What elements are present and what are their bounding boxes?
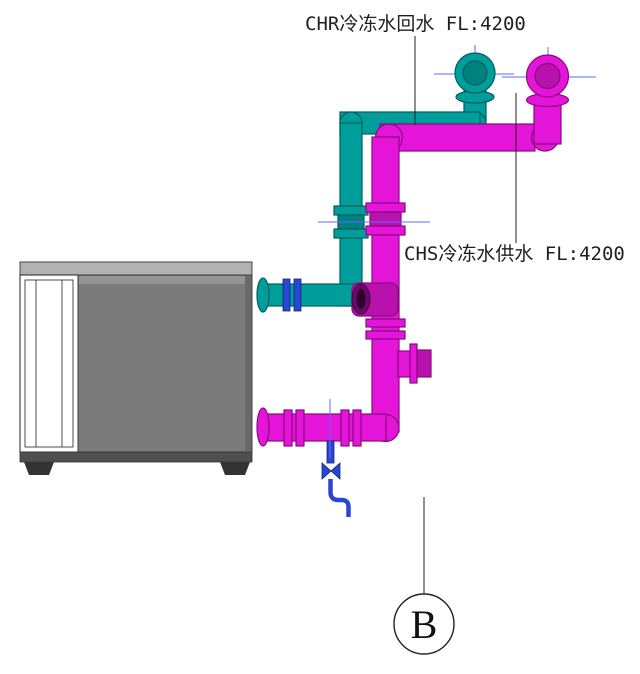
flange	[365, 225, 406, 236]
flange	[340, 409, 350, 447]
pipe-chs-supply	[256, 54, 570, 447]
drain-valve-right-wedge	[330, 462, 341, 480]
drain-valve-left-wedge	[321, 462, 332, 480]
flange	[333, 205, 369, 216]
chr-label: CHR冷冻水回水 FL:4200	[305, 13, 526, 35]
annotations: CHR冷冻水回水 FL:4200 CHS冷冻水供水 FL:4200 B	[305, 13, 625, 655]
branch-stub	[397, 350, 412, 378]
unit-body-edge-shade	[245, 276, 251, 451]
pipe-chr-return	[256, 52, 496, 313]
valve-body	[369, 211, 402, 227]
unit-foot-left	[24, 462, 54, 475]
return-horizontal-to-unit	[261, 283, 358, 307]
flange	[365, 330, 406, 340]
chs-label: CHS冷冻水供水 FL:4200	[404, 243, 625, 265]
tee-open-end-bore	[356, 289, 366, 309]
unit-foot-right	[220, 462, 250, 475]
grid-bubble	[393, 593, 455, 655]
unit-connection-flange	[256, 407, 270, 447]
supply-pipe-top-cap-inner	[534, 62, 561, 90]
supply-horizontal-to-unit	[261, 413, 387, 442]
drain-assembly	[321, 440, 351, 517]
flange	[295, 409, 305, 447]
flange	[283, 409, 293, 447]
grid-bubble-letter: B	[411, 602, 438, 647]
drain-outlet-pipe	[328, 479, 351, 517]
unit-left-panel-frame	[24, 279, 74, 448]
flange	[293, 278, 302, 312]
supply-top-run	[379, 123, 536, 152]
return-pipe-top-cap-inner	[462, 60, 488, 86]
unit-top-face	[19, 261, 253, 276]
flange	[333, 228, 369, 239]
ahu-unit	[19, 261, 253, 475]
fitting-centerlines	[318, 221, 430, 458]
branch-blind-cap	[416, 349, 432, 378]
unit-base	[19, 451, 253, 463]
unit-body-top-strip	[79, 276, 251, 284]
flange	[365, 318, 406, 328]
flange	[409, 343, 418, 384]
flange	[365, 202, 406, 213]
flange	[352, 409, 362, 447]
unit-connection-flange	[256, 277, 270, 313]
flange	[282, 278, 291, 312]
unit-left-panel	[19, 274, 79, 453]
unit-body	[77, 274, 253, 453]
